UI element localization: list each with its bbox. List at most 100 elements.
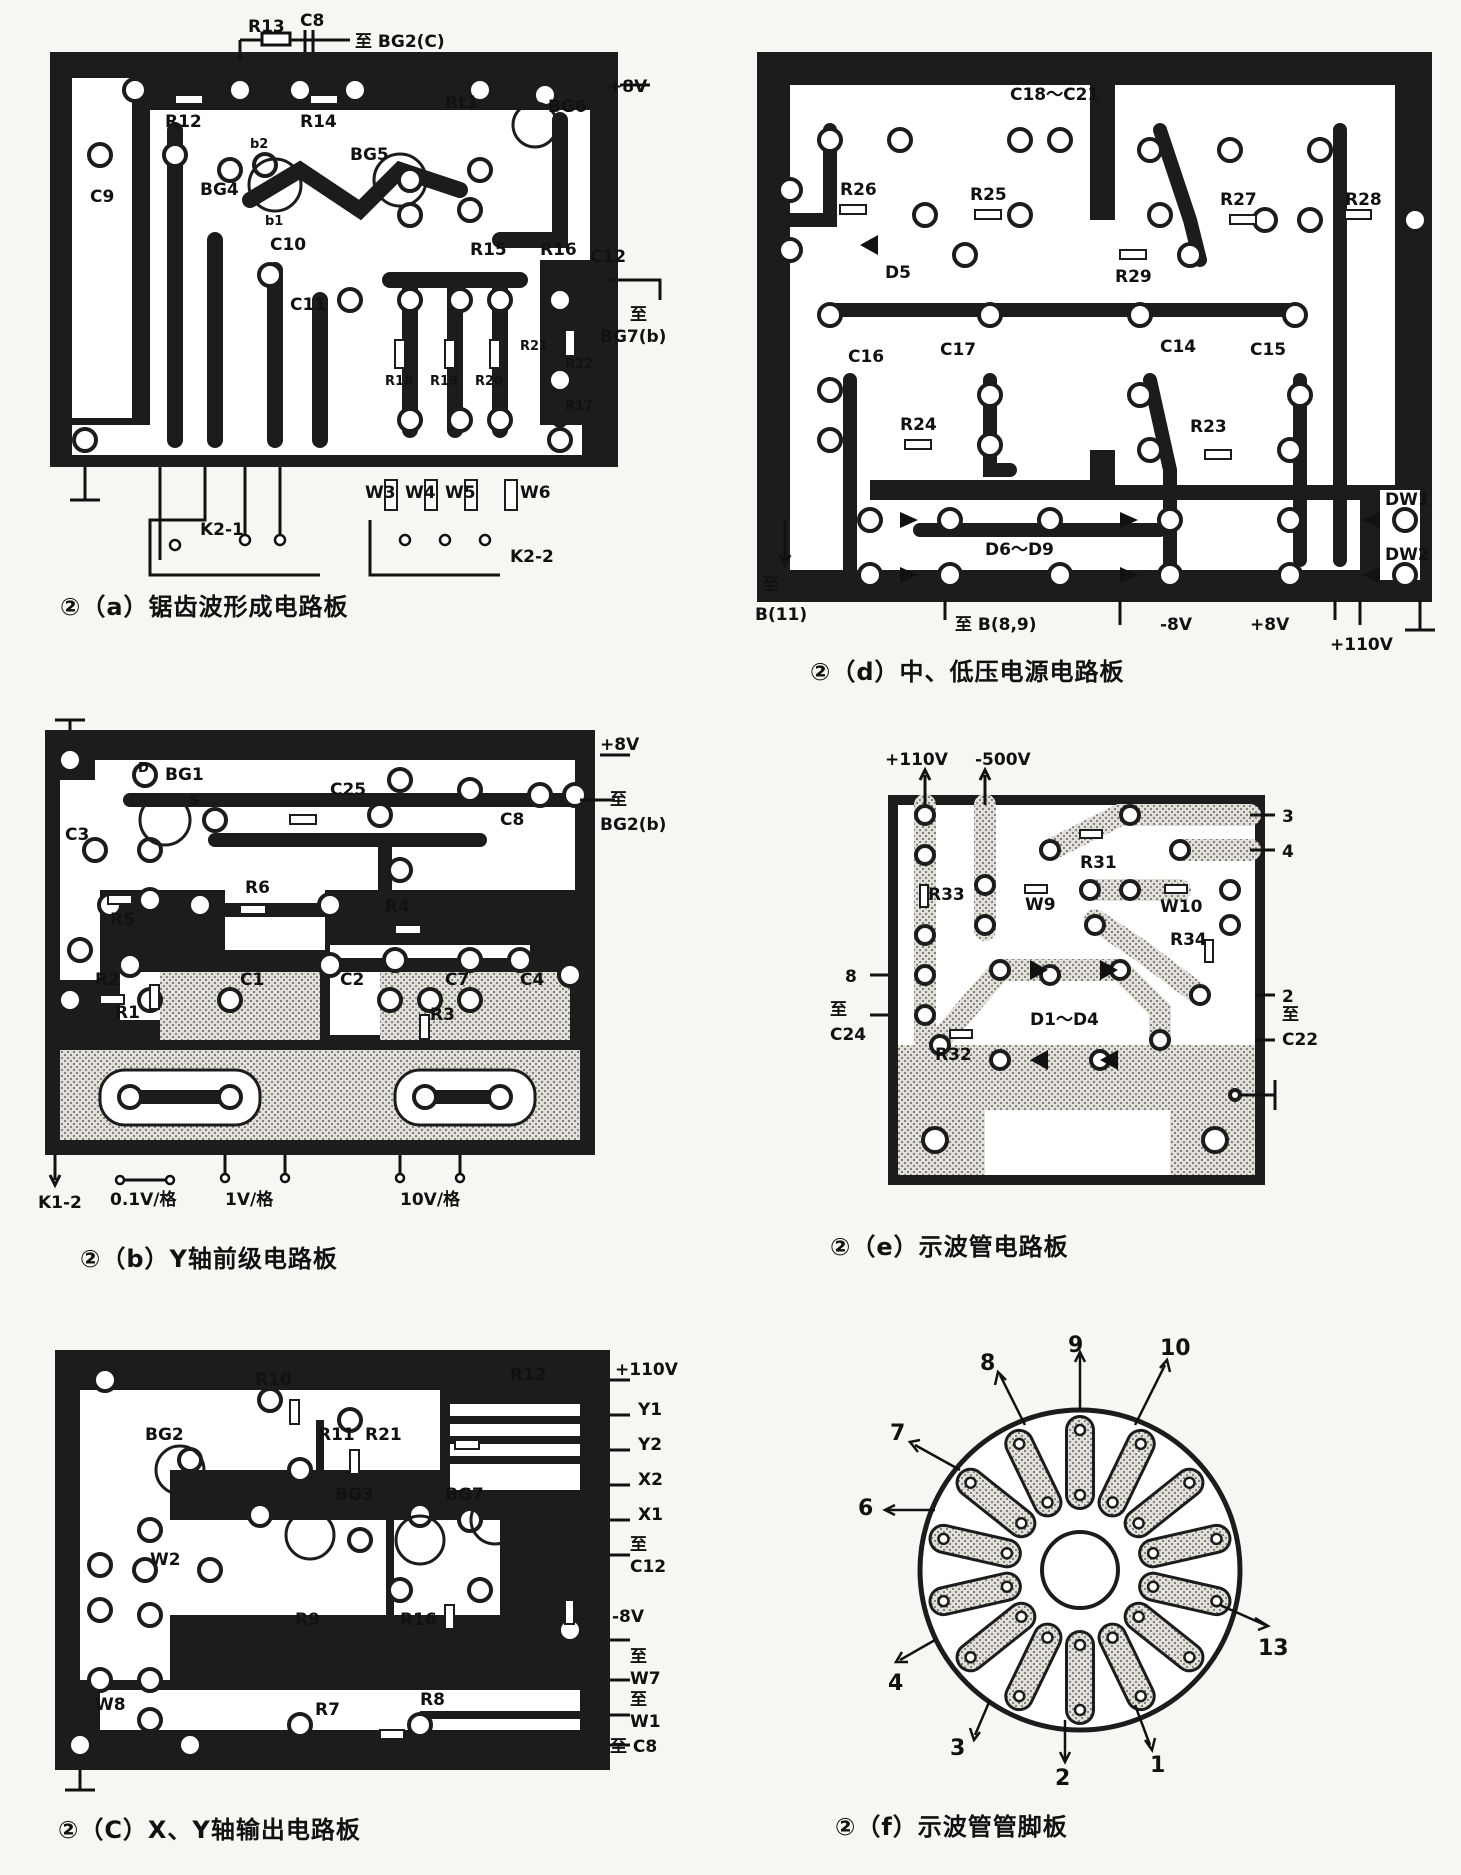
- label: b1: [265, 214, 283, 229]
- pin-label: 10: [1160, 1336, 1191, 1361]
- label: R13: [248, 17, 285, 37]
- label: R17: [565, 399, 593, 414]
- label: S: [190, 794, 199, 809]
- label: BG4: [200, 180, 239, 200]
- label: 0.1V/格: [110, 1189, 177, 1210]
- label: W8: [95, 1695, 126, 1715]
- label: C12: [630, 1557, 666, 1577]
- label: 10V/格: [400, 1189, 461, 1210]
- label: R15: [470, 240, 507, 260]
- caption-e: ②（e）示波管电路板: [830, 1233, 1069, 1261]
- label: C12: [590, 247, 626, 267]
- label: BG7(b): [600, 327, 666, 347]
- label: R10: [255, 1370, 292, 1390]
- pin-pad-fill: [958, 1604, 1034, 1670]
- label: -8V: [612, 1607, 645, 1627]
- pin-pad-fill: [1100, 1431, 1153, 1515]
- label: W2: [150, 1550, 181, 1570]
- pin-pad-fill: [1126, 1470, 1202, 1536]
- label: BG3: [335, 1485, 374, 1505]
- pin-hole: [1146, 1580, 1160, 1593]
- pin-hole: [1073, 1638, 1087, 1652]
- pin-pad-fill: [1141, 1574, 1229, 1614]
- label: C22: [1282, 1030, 1318, 1050]
- label: R7: [315, 1700, 340, 1720]
- label: R32: [935, 1045, 972, 1065]
- figure-f-crt-pin-board: 9 8 10 7 6 4 3 2 1 13 ②（f）示波管管脚板: [835, 1333, 1289, 1841]
- pin-pad-fill: [1100, 1625, 1153, 1709]
- figure-e-crt-board: +110V -500V 3 4 R31 R33 W9 W10 R34 8 2 至…: [830, 750, 1318, 1261]
- label: Y1: [637, 1400, 662, 1420]
- label: 至 C8: [610, 1737, 657, 1757]
- figure-d-power-supply-board: C18～C21 R26 R25 R27 R28 D5 R29 C16 C17 C…: [755, 52, 1435, 686]
- pin-pad-fill: [1007, 1431, 1060, 1515]
- label: R19: [430, 374, 458, 389]
- pin-pad-fill: [1141, 1526, 1229, 1566]
- label: 至 BG2(C): [355, 32, 445, 52]
- label: C4: [520, 970, 544, 990]
- label: C16: [848, 347, 884, 367]
- label: C7: [445, 970, 469, 990]
- label: R8: [420, 1690, 445, 1710]
- pin-pad-fill: [958, 1470, 1034, 1536]
- pin-pad-fill: [931, 1526, 1019, 1566]
- label: BG5: [350, 145, 389, 165]
- pin-hole: [1015, 1610, 1028, 1624]
- label: R12: [165, 112, 202, 132]
- caption-f: ②（f）示波管管脚板: [835, 1813, 1068, 1841]
- pin-hole: [1015, 1516, 1028, 1530]
- label: 至: [630, 305, 647, 325]
- label: R11: [318, 1425, 355, 1445]
- pin-hole: [1073, 1423, 1087, 1437]
- label: 至: [830, 1000, 847, 1020]
- label: R5: [110, 910, 135, 930]
- pin-hole: [1106, 1496, 1119, 1509]
- label: K2-2: [510, 547, 554, 567]
- label: +8V: [608, 77, 648, 97]
- pin-hole: [937, 1594, 950, 1608]
- label: C3: [65, 825, 89, 845]
- pin-hole: [1183, 1476, 1196, 1489]
- label: R33: [928, 885, 965, 905]
- label: R2: [95, 970, 120, 990]
- pin-hole: [1134, 1689, 1147, 1703]
- pin-hole: [1132, 1516, 1145, 1530]
- pin-label: 9: [1068, 1333, 1083, 1358]
- label: +110V: [615, 1360, 679, 1380]
- label: 至: [762, 575, 779, 595]
- label: +8V: [1250, 615, 1290, 635]
- label: K1-2: [38, 1193, 82, 1213]
- label: W4: [405, 483, 436, 503]
- pin-hole: [1134, 1437, 1147, 1451]
- pin-label: 2: [1055, 1766, 1070, 1791]
- label: D1～D4: [1030, 1010, 1099, 1030]
- label: C8: [500, 810, 524, 830]
- label: R29: [1115, 267, 1152, 287]
- pin-hole: [1041, 1631, 1054, 1644]
- label: R6: [245, 878, 270, 898]
- label: R16: [540, 240, 577, 260]
- label: BG6: [548, 97, 587, 117]
- figure-a-sawtooth-board: R13 C8 至 BG2(C) +8V R12 R14 Rt1 BG6 C9 B…: [50, 11, 666, 621]
- label: Rt1: [445, 93, 478, 113]
- label: D6～D9: [985, 540, 1054, 560]
- label: 4: [1282, 842, 1294, 862]
- label: BG1: [165, 765, 204, 785]
- label: W5: [445, 483, 476, 503]
- label: 至: [610, 790, 627, 810]
- label: 1V/格: [225, 1189, 274, 1210]
- label: R27: [1220, 190, 1257, 210]
- label: R9: [295, 1610, 320, 1630]
- caption-b: ②（b）Y轴前级电路板: [80, 1245, 338, 1273]
- pin-hole: [1000, 1547, 1014, 1560]
- pin-label: 8: [980, 1351, 995, 1376]
- pin-hole: [1210, 1532, 1223, 1546]
- pin-label: 6: [858, 1496, 873, 1521]
- caption-d: ②（d）中、低压电源电路板: [810, 658, 1125, 686]
- label: X1: [638, 1505, 663, 1525]
- pin-hole: [1073, 1488, 1087, 1502]
- pin-label: 1: [1150, 1753, 1165, 1778]
- label: 至: [630, 1535, 647, 1555]
- label: C1: [240, 970, 264, 990]
